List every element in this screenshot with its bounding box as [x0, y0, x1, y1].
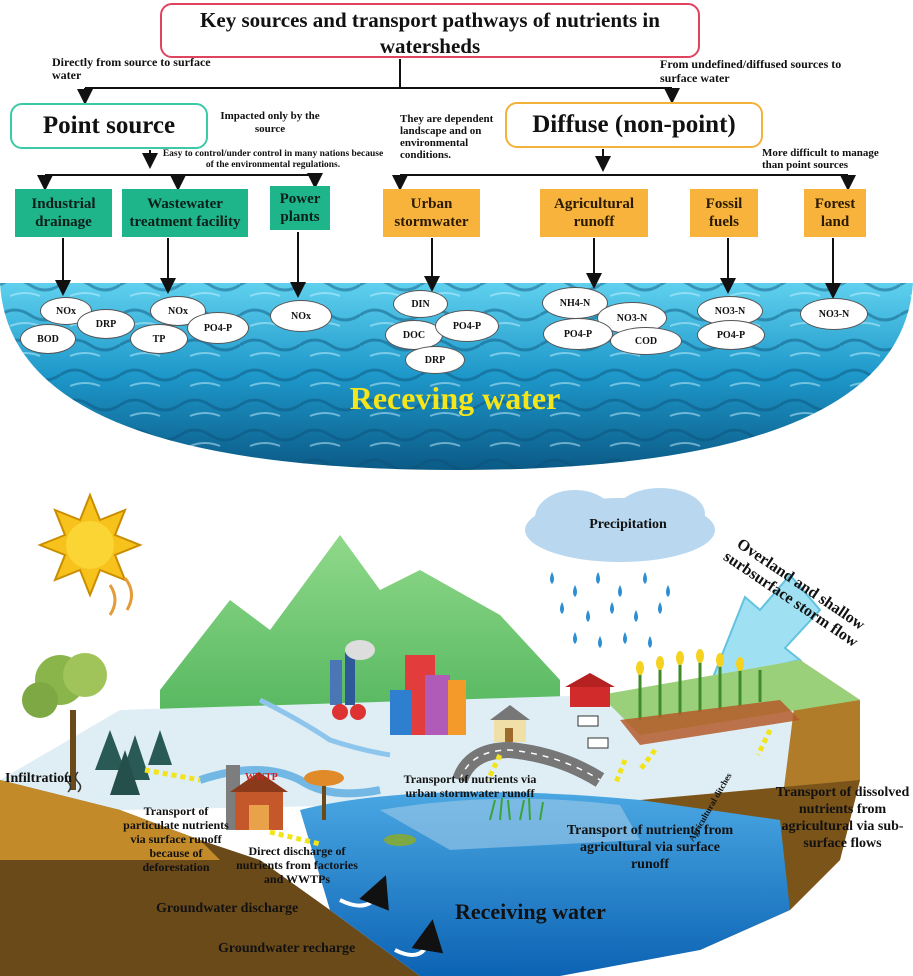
gw-recharge-arrow — [394, 919, 444, 957]
category-wastewater-facility: Wastewater treatment facility — [122, 189, 248, 237]
diagram-title: Key sources and transport pathways of nu… — [160, 3, 700, 58]
cows-icon — [577, 715, 609, 749]
corn-field-icon — [638, 658, 762, 720]
subsurface-label: Transport of dissolved nutrients from ag… — [775, 785, 910, 851]
nutrient-no3n: NO3-N — [800, 298, 868, 330]
gw-recharge-label: Groundwater recharge — [218, 941, 356, 956]
nutrient-nox: NOx — [270, 300, 332, 332]
sun-icon — [37, 492, 143, 616]
point-impact-note: Impacted only by the source — [220, 110, 320, 135]
diffuse-source-box: Diffuse (non-point) — [505, 102, 763, 148]
nutrient-drp: DRP — [405, 346, 465, 374]
direct-discharge-label: Direct discharge of nutrients from facto… — [236, 844, 358, 886]
flow-arrows — [144, 728, 773, 847]
diffuse-dependent-note: They are dependent landscape and on envi… — [400, 113, 494, 161]
nutrient-din: DIN — [393, 290, 448, 318]
trees-icon — [22, 653, 172, 795]
point-source-box: Point source — [10, 103, 208, 149]
wwtp-label: WWTP — [245, 772, 278, 783]
left-path-note: Directly from source to surface water — [52, 55, 211, 82]
nutrient-drp: DRP — [77, 309, 135, 339]
small-tree-icon — [304, 770, 416, 846]
category-agricultural-runoff: Agricultural runoff — [540, 189, 648, 237]
category-forest-land: Forest land — [804, 189, 866, 237]
category-fossil-fuels: Fossil fuels — [690, 189, 758, 237]
city-buildings-icon — [390, 655, 466, 735]
house-icon — [490, 705, 530, 742]
receiving-water-label: Receving water — [349, 380, 561, 416]
watershed-illustration: WWTP — [0, 488, 860, 976]
nutrient-po4p: PO4-P — [435, 310, 499, 342]
grass-icon — [489, 797, 544, 821]
nutrient-po4p: PO4-P — [697, 320, 765, 350]
precipitation-label: Precipitation — [589, 517, 667, 532]
nutrient-tp: TP — [130, 324, 188, 354]
diffuse-difficult-note: More difficult to manage than point sour… — [762, 147, 879, 171]
right-path-note: From undefined/diffused sources to surfa… — [660, 57, 842, 85]
point-control-note: Easy to control/under control in many na… — [162, 149, 384, 170]
gw-discharge-arrow — [339, 875, 389, 911]
wwtp-icon — [226, 765, 288, 830]
factory-icon — [330, 640, 375, 720]
nutrient-cod: COD — [610, 327, 682, 355]
cloud-icon — [525, 488, 715, 562]
particulate-transport-label: Transport of particulate nutrients via s… — [123, 804, 229, 874]
nutrient-po4p: PO4-P — [543, 318, 613, 350]
infiltration-label: Infiltration — [5, 771, 72, 786]
category-power-plants: Power plants — [270, 186, 330, 230]
category-urban-stormwater: Urban stormwater — [383, 189, 480, 237]
category-industrial-drainage: Industrial drainage — [15, 189, 112, 237]
receiving-water-bottom-label: Receiving water — [455, 899, 606, 924]
agri-surface-label: Transport of nutrients from agricultural… — [566, 823, 734, 872]
barn-icon — [565, 673, 615, 707]
nutrient-bod: BOD — [20, 324, 76, 354]
rain-drops — [550, 572, 670, 648]
gw-discharge-label: Groundwater discharge — [156, 901, 299, 916]
nutrient-po4p: PO4-P — [187, 312, 249, 344]
urban-transport-label: Transport of nutrients via urban stormwa… — [403, 772, 537, 800]
infiltration-icon — [64, 771, 82, 793]
